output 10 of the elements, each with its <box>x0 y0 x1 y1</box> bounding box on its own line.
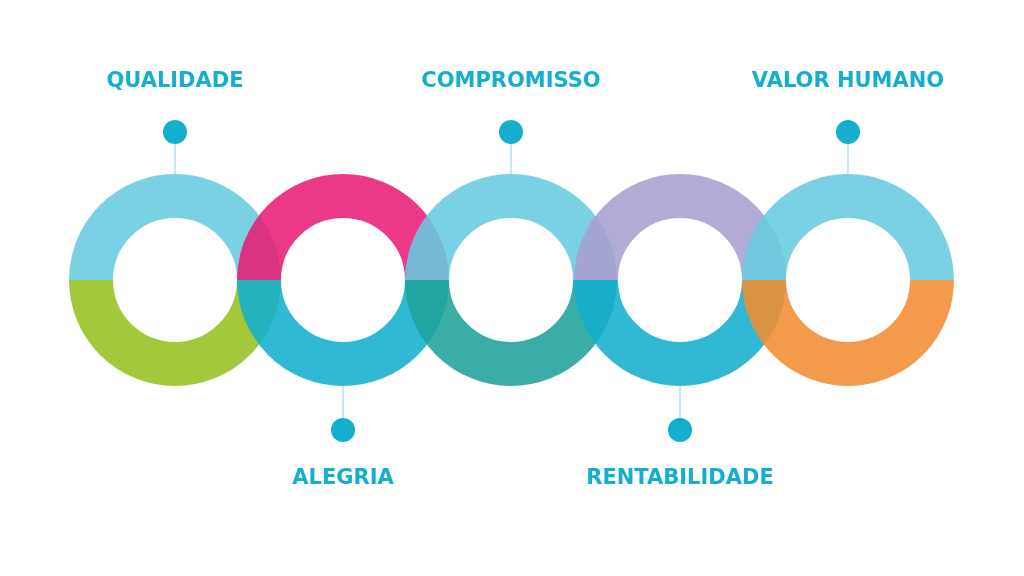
value-label: QUALIDADE <box>106 67 244 93</box>
leader-line <box>163 120 187 175</box>
value-label: VALOR HUMANO <box>751 67 945 93</box>
value-label: RENTABILIDADE <box>586 464 774 490</box>
leader-line <box>668 385 692 442</box>
value-label: ALEGRIA <box>292 464 394 490</box>
value-label: COMPROMISSO <box>421 67 601 93</box>
leader-line <box>836 120 860 175</box>
leader-line <box>331 385 355 442</box>
leader-line <box>499 120 523 175</box>
